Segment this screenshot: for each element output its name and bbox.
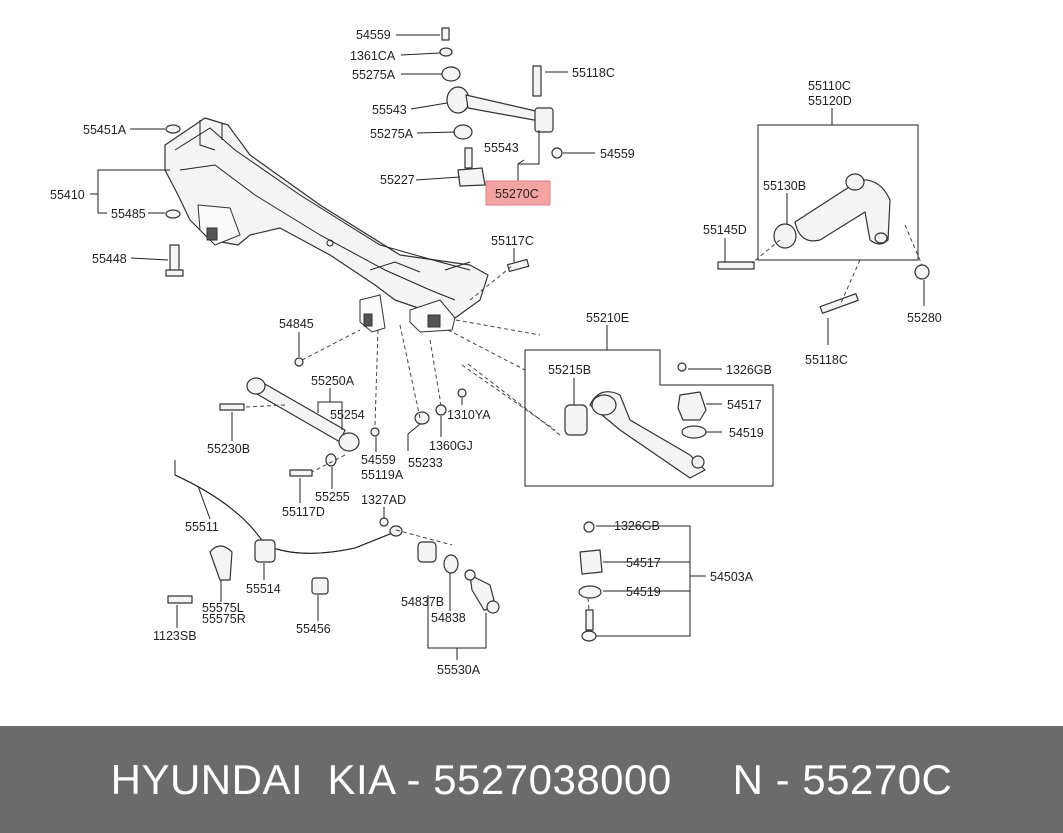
label-55514: 55514	[246, 582, 281, 596]
label-55227: 55227	[380, 173, 415, 187]
part-labels: 54559 1361CA 55275A 55118C 55543 55275A …	[50, 28, 942, 677]
label-1327ad: 1327AD	[361, 493, 406, 507]
lower-arm-drawing	[524, 349, 774, 487]
label-54517: 54517	[727, 398, 762, 412]
suspension-parts-diagram: 54559 1361CA 55275A 55118C 55543 55275A …	[50, 27, 942, 677]
label-55250a: 55250A	[311, 374, 355, 388]
label-54838: 54838	[431, 611, 466, 625]
footer-part-number: HYUNDAI KIA - 5527038000 N - 55270C	[110, 755, 953, 803]
label-54519-2: 54519	[626, 585, 661, 599]
label-55215b: 55215B	[548, 363, 591, 377]
crossmember-drawing	[164, 117, 489, 333]
stabilizer-bar-drawing	[167, 460, 403, 604]
label-55255: 55255	[315, 490, 350, 504]
label-55270c: 55270C	[495, 187, 539, 201]
upper-arm-drawing	[717, 124, 930, 314]
label-54503a: 54503A	[710, 570, 754, 584]
label-55254: 55254	[330, 408, 365, 422]
label-55117d: 55117D	[282, 505, 325, 519]
label-55119a: 55119A	[361, 468, 404, 482]
leader-lines	[90, 34, 925, 660]
label-1310ya: 1310YA	[447, 408, 491, 422]
footer-bar: HYUNDAI KIA - 5527038000 N - 55270C	[0, 726, 1063, 833]
small-parts-drawing	[165, 124, 687, 372]
label-54845: 54845	[279, 317, 314, 331]
label-55280: 55280	[907, 311, 942, 325]
label-1326gb: 1326GB	[726, 363, 772, 377]
highlight-box	[485, 180, 551, 206]
label-55575l: 55575L	[202, 601, 244, 615]
label-55575r: 55575R	[202, 612, 246, 626]
label-54559-2: 54559	[600, 147, 635, 161]
label-54837b: 54837B	[401, 595, 444, 609]
label-55456: 55456	[296, 622, 331, 636]
label-1326gb-2: 1326GB	[614, 519, 660, 533]
label-55145d: 55145D	[703, 223, 747, 237]
label-55230b: 55230B	[207, 442, 250, 456]
label-55118c-2: 55118C	[805, 353, 848, 367]
label-55275a-2: 55275A	[370, 127, 414, 141]
label-55543: 55543	[372, 103, 407, 117]
label-55511: 55511	[185, 520, 219, 534]
label-55118c: 55118C	[572, 66, 615, 80]
label-55543-2: 55543	[484, 141, 519, 155]
label-55275a: 55275A	[352, 68, 396, 82]
label-54559-3: 54559	[361, 453, 396, 467]
label-54517-2: 54517	[626, 556, 661, 570]
label-1360gj: 1360GJ	[429, 439, 473, 453]
stabilizer-link-drawing	[417, 541, 500, 614]
label-55410: 55410	[50, 188, 85, 202]
guide-lines	[245, 224, 923, 611]
label-55120d: 55120D	[808, 94, 852, 108]
label-55451a: 55451A	[83, 123, 127, 137]
label-54519: 54519	[729, 426, 764, 440]
trailing-arm-drawing	[219, 377, 467, 477]
label-55448: 55448	[92, 252, 127, 266]
strut-link-drawing	[439, 27, 563, 187]
label-54559: 54559	[356, 28, 391, 42]
ball-joint-kit-drawing	[578, 521, 603, 642]
label-55210e: 55210E	[586, 311, 629, 325]
label-55485: 55485	[111, 207, 146, 221]
label-1123sb: 1123SB	[153, 629, 197, 643]
label-55110c: 55110C	[808, 79, 851, 93]
label-1361ca: 1361CA	[350, 49, 396, 63]
label-55117c: 55117C	[491, 234, 534, 248]
label-55530a: 55530A	[437, 663, 481, 677]
label-55233: 55233	[408, 456, 443, 470]
label-55130b: 55130B	[763, 179, 806, 193]
